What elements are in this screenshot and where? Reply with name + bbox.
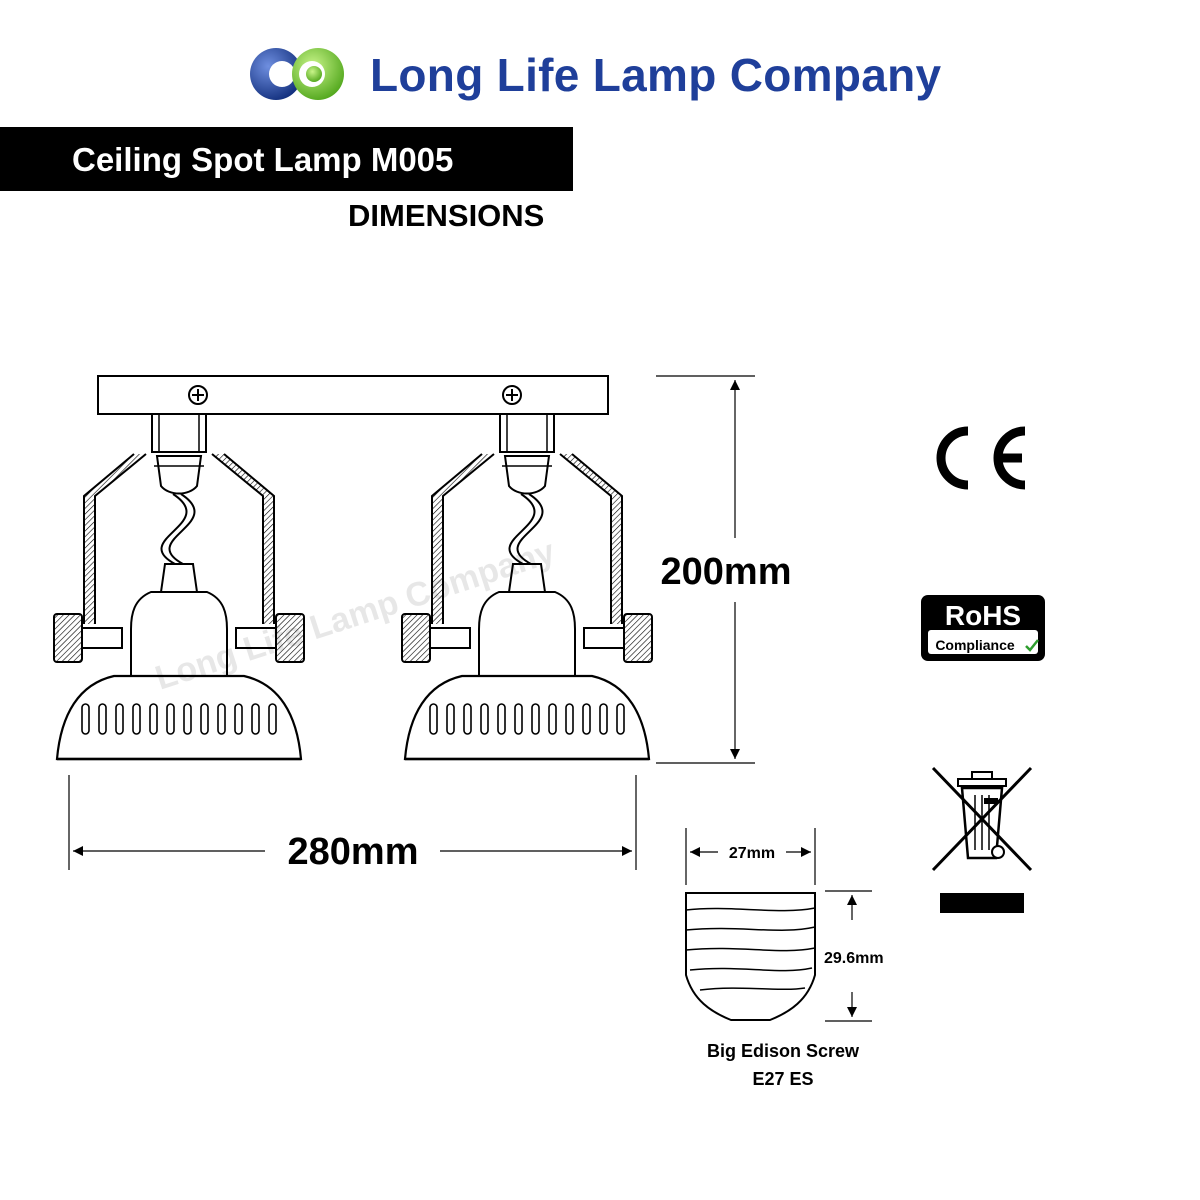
bulb-caption-line2: E27 ES — [752, 1069, 813, 1089]
product-title: Ceiling Spot Lamp M005 — [72, 141, 454, 178]
ce-mark-icon — [936, 426, 1026, 490]
spotlight-left — [52, 412, 306, 761]
width-label: 280mm — [288, 831, 419, 873]
title-bar: Ceiling Spot Lamp M005 — [0, 127, 573, 191]
check-icon — [1025, 639, 1039, 652]
section-heading: DIMENSIONS — [348, 198, 545, 233]
brand-header: Long Life Lamp Company — [250, 40, 970, 110]
crossed-bin-icon — [931, 766, 1033, 913]
bulb-caption-line1: Big Edison Screw — [707, 1041, 860, 1061]
company-name: Long Life Lamp Company — [370, 49, 942, 101]
rohs-badge: RoHS Compliance — [921, 595, 1045, 661]
screw-icon — [502, 385, 522, 405]
base-height-label: 29.6mm — [824, 950, 884, 967]
rohs-subtitle: Compliance — [935, 637, 1015, 653]
rohs-title: RoHS — [945, 600, 1021, 631]
ceiling-plate — [97, 375, 609, 415]
company-logo-icon — [250, 48, 344, 100]
height-label: 200mm — [661, 551, 792, 593]
screw-icon — [188, 385, 208, 405]
base-width-label: 27mm — [729, 845, 775, 862]
e27-base-drawing: 27mm 29.6mm Big Edison Screw E27 ES — [685, 828, 884, 1089]
